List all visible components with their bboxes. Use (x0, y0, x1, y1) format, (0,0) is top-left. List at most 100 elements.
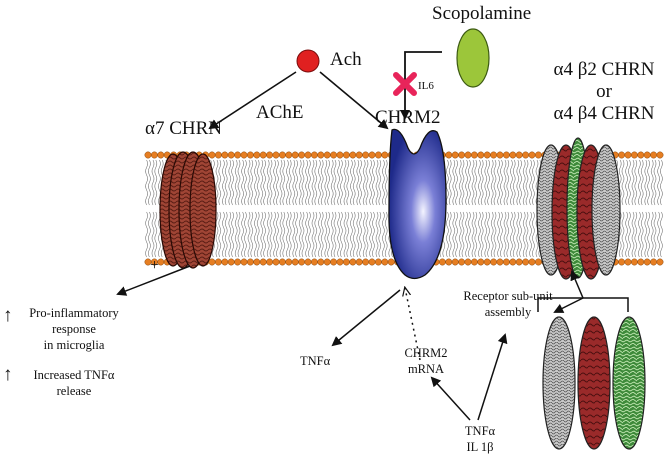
lipid-tail (305, 211, 308, 258)
arrow-ach-to-chrm2 (319, 71, 389, 130)
lipid-head (246, 258, 254, 266)
proinflam-line2: response (52, 322, 96, 336)
lipid-tail (276, 159, 279, 206)
lipid-tail (340, 211, 343, 258)
lipid-head (227, 151, 235, 159)
lipid-tail (631, 159, 635, 206)
lipid-tail (365, 211, 369, 258)
lipid-tail (532, 159, 535, 206)
lipid-tail (254, 211, 257, 258)
lipid-head (624, 258, 632, 266)
up-arrow-icon-1: ↑ (3, 305, 13, 326)
lipid-tail (282, 159, 286, 206)
lipid-head (349, 258, 357, 266)
lipid-head (291, 258, 299, 266)
lipid-tail (362, 211, 366, 258)
lipid-tail (500, 211, 503, 258)
lipid-tail (478, 159, 481, 206)
lipid-head (278, 258, 286, 266)
lipid-head (490, 258, 498, 266)
lipid-tail (324, 211, 328, 258)
lipid-tail (346, 211, 350, 258)
lipid-tail (241, 211, 244, 258)
lipid-tail (327, 159, 330, 206)
lipid-tail (446, 159, 449, 206)
lipid-tail (362, 159, 366, 206)
arrow-subunits-to-receptor (570, 270, 584, 299)
lipid-tail (446, 211, 449, 258)
lipid-tail (503, 211, 507, 258)
lipid-head (618, 151, 626, 159)
lipid-tail (234, 211, 238, 258)
lipid-tail (484, 159, 488, 206)
lipid-tail (237, 211, 241, 258)
lipid-head (458, 151, 466, 159)
or-label: or (596, 81, 612, 102)
lipid-head (349, 151, 357, 159)
lipid-tail (644, 211, 648, 258)
lipid-tail (288, 211, 292, 258)
lipid-tail (532, 211, 535, 258)
lipid-tail (273, 211, 276, 258)
lipid-head (381, 258, 389, 266)
lipid-tail (308, 159, 311, 206)
lipid-head (157, 151, 165, 159)
lipid-head (240, 258, 248, 266)
lipid-tail (359, 211, 362, 258)
lipid-tail (647, 211, 650, 258)
lipid-tail (263, 211, 266, 258)
lipid-tail (282, 211, 286, 258)
lipid-head (387, 258, 395, 266)
lipid-tail (276, 211, 279, 258)
lipid-head (272, 258, 280, 266)
lipid-head (528, 258, 536, 266)
lipid-head (509, 151, 517, 159)
lipid-tail (298, 211, 302, 258)
lipid-tail (260, 159, 264, 206)
lipid-tail (640, 159, 644, 206)
lipid-head (362, 258, 370, 266)
lipid-tail (382, 159, 385, 206)
lipid-tail (461, 159, 465, 206)
lipid-head (637, 151, 645, 159)
lipid-head (330, 258, 338, 266)
lipid-tail (314, 159, 318, 206)
chrm2-label: CHRM2 (375, 107, 441, 128)
ach-label: Ach (330, 49, 362, 70)
lipid-tail (333, 211, 337, 258)
lipid-head (490, 151, 498, 159)
lipid-tail (234, 159, 238, 206)
lipid-tail (237, 159, 241, 206)
proinflam-line1: Pro-inflammatory (29, 306, 119, 320)
lipid-tail (330, 211, 334, 258)
lipid-tail (151, 211, 155, 258)
lipid-head (643, 151, 651, 159)
lipid-head (445, 151, 453, 159)
lipid-tail (318, 211, 321, 258)
lipid-head (502, 258, 510, 266)
lipid-tail (519, 159, 522, 206)
lipid-tail (625, 159, 628, 206)
arrow-chrm2-to-tnfa (331, 289, 401, 347)
lipid-tail (154, 159, 158, 206)
lipid-tail (256, 211, 260, 258)
lipid-tail (356, 159, 360, 206)
lipid-tail (628, 159, 631, 206)
lipid-tail (292, 211, 296, 258)
lipid-head (304, 258, 312, 266)
lipid-tail (222, 159, 225, 206)
lipid-tail (512, 159, 516, 206)
lipid-tail (493, 159, 497, 206)
lipid-tail (369, 211, 372, 258)
lipid-tail (657, 211, 660, 258)
chrm2-mrna-line1: CHRM2 (404, 346, 448, 360)
lipid-head (336, 258, 344, 266)
lipid-tail (465, 211, 468, 258)
lipid-tail (650, 159, 654, 206)
lipid-head (310, 258, 318, 266)
lipid-tail (522, 159, 526, 206)
lipid-head (342, 151, 350, 159)
lipid-tail (522, 211, 526, 258)
lipid-tail (468, 159, 471, 206)
